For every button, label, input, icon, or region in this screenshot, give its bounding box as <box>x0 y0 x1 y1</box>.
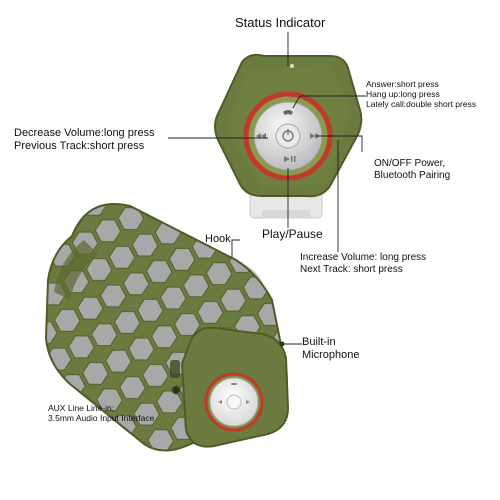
decrease-volume-text: Decrease Volume:long press <box>14 127 155 139</box>
hang-up-text: Hang up:long press <box>366 88 440 99</box>
microphone-label: Built-in Microphone <box>302 336 359 361</box>
lately-call-text: Lately call:double short press <box>366 98 477 109</box>
microphone-text: Microphone <box>302 348 360 361</box>
bluetooth-pairing-text: Bluetooth Pairing <box>374 169 451 181</box>
built-in-text: Built-in <box>302 336 336 348</box>
status-indicator-label: Status Indicator <box>235 15 326 30</box>
play-pause-icon <box>284 156 296 162</box>
previous-track-icon <box>256 133 266 139</box>
status-led <box>290 64 294 68</box>
power-pairing-label: ON/OFF Power, Bluetooth Pairing <box>374 158 450 181</box>
microphone-hole <box>279 341 285 347</box>
increase-volume-text: Increase Volume: long press <box>300 252 427 263</box>
aux-port <box>171 385 181 395</box>
next-track-text: Next Track: short press <box>300 263 403 275</box>
power-icon <box>282 129 294 142</box>
aux-label: AUX Line Line-in: 3.5mm Audio Input Inte… <box>48 403 155 424</box>
on-off-text: ON/OFF Power, <box>374 158 446 169</box>
phone-icon <box>283 110 293 115</box>
decrease-volume-label: Decrease Volume:long press Previous Trac… <box>14 127 155 152</box>
answer-text: Answer:short press <box>366 79 439 89</box>
hook-label: Hook <box>205 233 231 245</box>
call-control-label: Answer:short press Hang up:long press La… <box>366 79 477 109</box>
speaker-side-view <box>44 203 290 452</box>
play-pause-label: Play/Pause <box>262 227 323 241</box>
speaker-top-view <box>214 53 363 219</box>
aux-line-text: AUX Line Line-in: <box>48 403 115 413</box>
increase-volume-label: Increase Volume: long press Next Track: … <box>300 252 426 275</box>
aux-interface-text: 3.5mm Audio Input Interface <box>48 412 155 423</box>
previous-track-text: Previous Track:short press <box>14 139 145 152</box>
